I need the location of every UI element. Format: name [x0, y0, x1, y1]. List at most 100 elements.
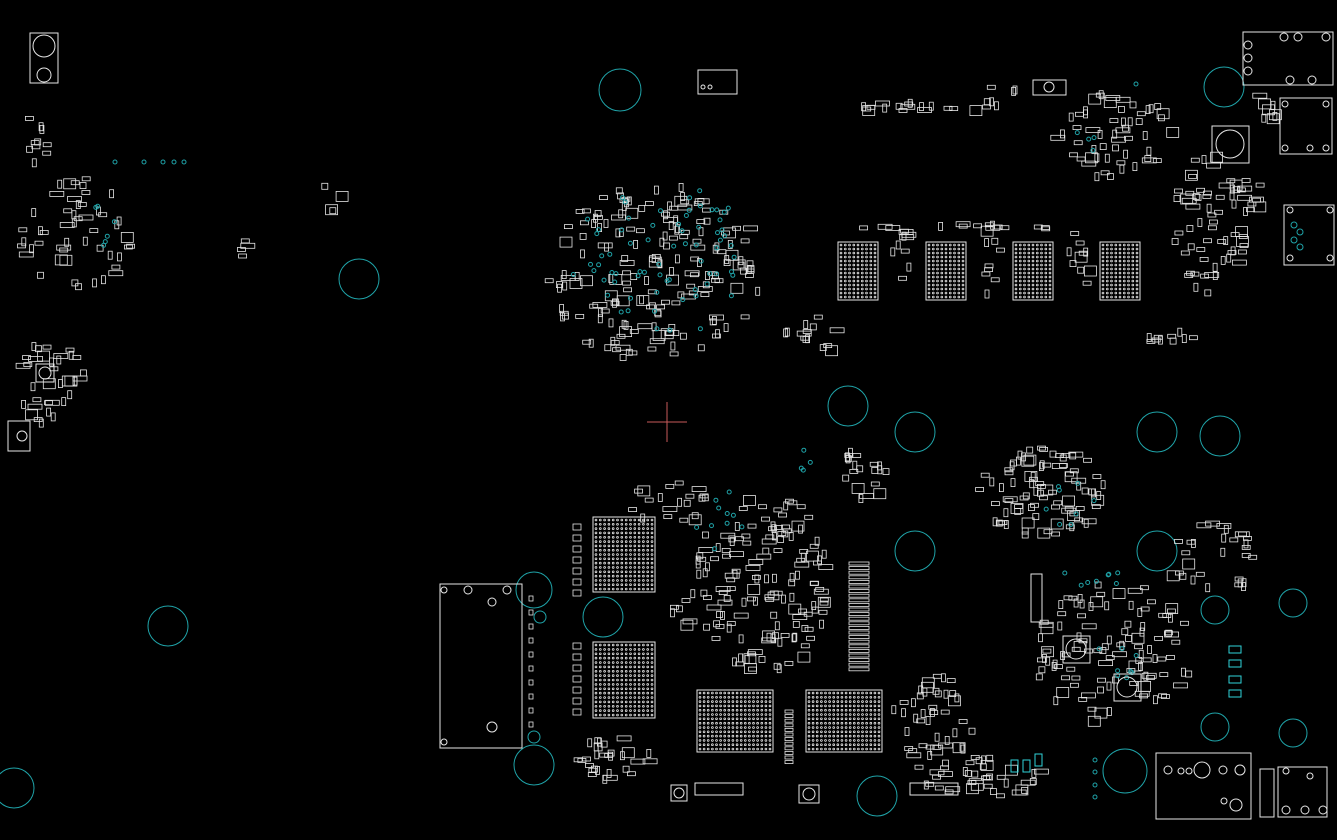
smd-pad[interactable] [784, 746, 794, 751]
smd-component[interactable] [683, 499, 691, 507]
smd-component[interactable] [1134, 644, 1143, 650]
smd-component[interactable] [691, 512, 699, 520]
mounting-hole-icon[interactable] [513, 744, 555, 786]
module-outline[interactable] [439, 583, 523, 749]
smd-component[interactable] [1138, 662, 1143, 671]
smd-component[interactable] [1077, 613, 1086, 619]
smd-component[interactable] [1241, 178, 1251, 183]
smd-component[interactable] [1003, 778, 1009, 788]
bga-package-outline[interactable] [805, 689, 883, 753]
smd-component[interactable] [818, 564, 834, 570]
smd-component[interactable] [651, 253, 661, 259]
smd-component[interactable] [932, 687, 940, 695]
smd-component[interactable] [958, 223, 968, 229]
smd-component[interactable] [44, 400, 53, 406]
smd-component[interactable] [1125, 635, 1132, 642]
smd-component[interactable] [1142, 657, 1152, 663]
smd-component[interactable] [559, 236, 573, 248]
smd-component[interactable] [995, 519, 1003, 527]
smd-component[interactable] [1165, 603, 1179, 614]
smd-pad[interactable] [848, 639, 870, 644]
smd-component[interactable] [701, 494, 709, 502]
smd-component[interactable] [1010, 459, 1017, 467]
smd-component[interactable] [677, 291, 685, 299]
smd-component[interactable] [898, 108, 908, 113]
smd-component[interactable] [669, 351, 679, 357]
smd-pad[interactable] [848, 644, 870, 649]
smd-component[interactable] [1091, 504, 1101, 510]
smd-component[interactable] [665, 483, 675, 489]
smd-component[interactable] [1050, 134, 1066, 141]
smd-component[interactable] [1147, 599, 1156, 605]
smd-component[interactable] [944, 736, 950, 745]
smd-component[interactable] [96, 244, 104, 252]
smd-component[interactable] [895, 240, 901, 250]
smd-component[interactable] [782, 528, 792, 534]
smd-component[interactable] [59, 247, 69, 253]
smd-component[interactable] [661, 211, 670, 217]
smd-component[interactable] [1061, 507, 1077, 514]
smd-component[interactable] [971, 770, 979, 778]
smd-component[interactable] [670, 608, 675, 618]
smd-component[interactable] [580, 220, 589, 226]
smd-component[interactable] [1186, 270, 1195, 276]
smd-component[interactable] [862, 105, 876, 116]
smd-component[interactable] [630, 758, 646, 765]
smd-component[interactable] [1196, 247, 1206, 252]
smd-component[interactable] [609, 273, 623, 285]
smd-component[interactable] [622, 280, 631, 286]
smd-component[interactable] [544, 278, 554, 284]
smd-component[interactable] [1087, 715, 1101, 727]
smd-component[interactable] [615, 187, 623, 195]
smd-component[interactable] [802, 329, 812, 334]
smd-component[interactable] [575, 313, 585, 319]
mounting-hole-icon[interactable] [1278, 588, 1308, 618]
smd-component[interactable] [737, 261, 745, 269]
smd-component[interactable] [943, 689, 949, 699]
smd-component[interactable] [922, 687, 928, 697]
smd-pad[interactable] [848, 658, 870, 662]
smd-component[interactable] [1204, 271, 1220, 278]
smd-component[interactable] [738, 506, 748, 511]
smd-component[interactable] [1231, 199, 1237, 209]
smd-component[interactable] [776, 664, 782, 674]
smd-component[interactable] [729, 537, 735, 546]
smd-component[interactable] [794, 561, 810, 568]
inductor-outline[interactable] [1113, 673, 1142, 702]
smd-component[interactable] [714, 278, 724, 284]
mounting-hole-icon[interactable] [827, 385, 869, 427]
smd-component[interactable] [1168, 613, 1173, 623]
smd-component[interactable] [1131, 632, 1145, 644]
smd-component[interactable] [67, 390, 73, 400]
smd-component[interactable] [993, 224, 1003, 230]
smd-component[interactable] [675, 254, 680, 264]
smd-component[interactable] [809, 581, 819, 586]
smd-component[interactable] [1166, 655, 1175, 660]
bga-package-outline[interactable] [1012, 241, 1054, 301]
smd-component[interactable] [792, 632, 798, 642]
smd-component[interactable] [715, 543, 721, 552]
smd-component[interactable] [1069, 260, 1077, 268]
smd-component[interactable] [329, 207, 337, 215]
smd-component[interactable] [789, 592, 795, 602]
smd-component[interactable] [39, 229, 49, 235]
smd-component[interactable] [1206, 162, 1221, 169]
smd-component[interactable] [1021, 517, 1035, 529]
smd-component[interactable] [819, 597, 829, 603]
smd-pad[interactable] [848, 630, 870, 635]
smd-component[interactable] [1039, 462, 1044, 472]
smd-component[interactable] [1202, 194, 1212, 199]
smd-component[interactable] [1159, 672, 1169, 677]
smd-component[interactable] [930, 744, 944, 756]
smd-component[interactable] [1041, 226, 1051, 232]
smd-component[interactable] [626, 226, 636, 232]
smd-component[interactable] [817, 596, 831, 608]
smd-component[interactable] [965, 760, 975, 766]
smd-component[interactable] [1174, 230, 1184, 236]
smd-pad[interactable] [848, 612, 870, 616]
smd-component[interactable] [30, 382, 36, 392]
smd-component[interactable] [711, 277, 720, 283]
smd-component[interactable] [1128, 660, 1142, 672]
smd-component[interactable] [1000, 225, 1010, 231]
smd-component[interactable] [921, 681, 934, 693]
